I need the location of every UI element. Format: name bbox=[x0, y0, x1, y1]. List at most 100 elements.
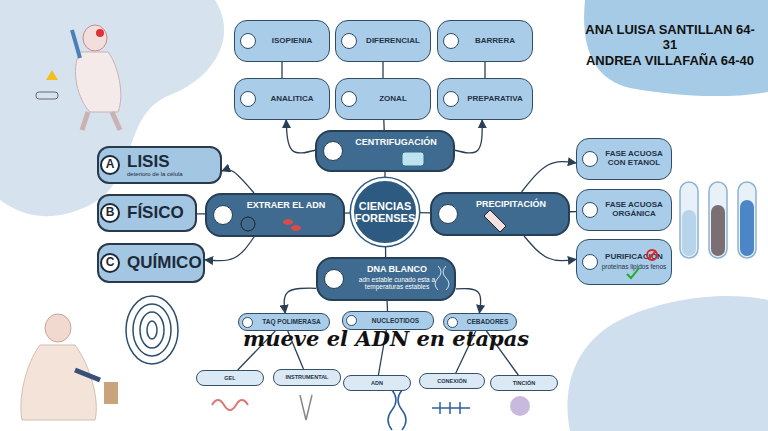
node-text: TINCIÓN bbox=[513, 380, 536, 386]
connector bbox=[385, 246, 386, 257]
topic-pill: PURIFICACIÓNproteinas lipidos fenos bbox=[576, 239, 672, 285]
branch-box: DNA BLANCO adn estable cunado esta a temp… bbox=[316, 257, 456, 301]
handwritten-note: mueve el ADN en etapas bbox=[243, 326, 529, 351]
tube bbox=[738, 182, 756, 258]
node-text: FASE ACUOSA ORGÁNICA bbox=[601, 201, 667, 219]
sub-chip: ADN bbox=[343, 375, 411, 391]
node-text: ZONAL bbox=[379, 95, 407, 104]
letter-badge: B bbox=[100, 203, 120, 223]
forensic-figure bbox=[36, 25, 121, 130]
tube-liquid bbox=[740, 200, 754, 256]
method-box: QUÍMICO C bbox=[97, 243, 205, 283]
sub-chip: CONEXIÓN bbox=[419, 373, 485, 389]
connector bbox=[222, 170, 254, 193]
node-text: ISOPIENIA bbox=[272, 37, 312, 46]
connector bbox=[524, 236, 576, 261]
letter-badge: C bbox=[100, 253, 120, 273]
node-text: NUCLEOTIDOS bbox=[372, 317, 419, 324]
branch-box: PRECIPITACIÓN bbox=[430, 192, 570, 236]
figure-body bbox=[21, 345, 96, 420]
connector bbox=[382, 62, 383, 78]
node-text: PURIFICACIÓN bbox=[605, 253, 663, 262]
node-text: INSTRUMENTAL bbox=[286, 374, 329, 380]
test-tubes bbox=[680, 182, 756, 258]
connector bbox=[522, 162, 576, 192]
node-text: FÍSICO bbox=[127, 203, 184, 222]
corner-blob bbox=[567, 296, 768, 431]
connector bbox=[205, 237, 254, 261]
figure-head bbox=[45, 314, 71, 342]
corner-blob bbox=[0, 0, 224, 216]
topic-pill: FASE ACUOSA ORGÁNICA bbox=[576, 189, 672, 231]
node-text: DNA BLANCO bbox=[367, 264, 427, 274]
node-text: deterioro de la célula bbox=[127, 171, 183, 178]
node-text: proteinas lipidos fenos bbox=[602, 263, 667, 270]
tube bbox=[680, 182, 698, 258]
topic-pill: DIFERENCIAL bbox=[335, 20, 431, 62]
connector bbox=[456, 289, 481, 313]
connector bbox=[484, 62, 485, 78]
node-text: TAQ POLIMERASA bbox=[262, 318, 320, 325]
figure-head bbox=[83, 25, 107, 51]
tube-liquid bbox=[711, 205, 725, 256]
figure-arm bbox=[72, 30, 80, 58]
dna-icon bbox=[388, 390, 406, 430]
figure-arm bbox=[75, 370, 100, 380]
topic-pill: ZONAL bbox=[335, 78, 431, 120]
node-text: GEL bbox=[224, 375, 235, 381]
node-text: QUÍMICO bbox=[127, 253, 202, 272]
node-text: EXTRAER EL ADN bbox=[247, 200, 326, 210]
figure-body bbox=[75, 52, 120, 112]
node-text: B bbox=[106, 206, 115, 219]
node-text: adn estable cunado esta a temperaturas e… bbox=[346, 276, 448, 291]
method-box: LISISdeterioro de la célula A bbox=[97, 146, 222, 184]
node-text: CONEXIÓN bbox=[437, 378, 466, 384]
fingerprint-ring bbox=[147, 321, 157, 339]
node-text: LISIS bbox=[127, 152, 170, 171]
connector bbox=[284, 288, 316, 313]
node-text: ANALITICA bbox=[270, 95, 313, 104]
fingerprint-ring bbox=[133, 304, 171, 356]
branch-box: EXTRAER EL ADN bbox=[205, 193, 345, 237]
node-text: ADN bbox=[371, 380, 383, 386]
author-box: ANA LUISA SANTILLAN 64-31ANDREA VILLAFAÑ… bbox=[585, 6, 755, 86]
branch-box: CENTRIFUGACIÓN bbox=[315, 130, 455, 172]
connector bbox=[419, 212, 430, 213]
connector bbox=[455, 120, 482, 153]
method-box: FÍSICO B bbox=[97, 194, 197, 232]
connector bbox=[197, 213, 205, 214]
topic-pill: ANALITICA bbox=[234, 78, 330, 120]
evidence-bag bbox=[104, 382, 118, 404]
tube-liquid bbox=[682, 210, 696, 256]
fingerprint bbox=[126, 296, 178, 364]
node-text: ANDREA VILLAFAÑA 64-40 bbox=[586, 54, 754, 69]
forensic-figure bbox=[21, 314, 118, 420]
node-text: ANA LUISA SANTILLAN 64-31 bbox=[585, 23, 755, 53]
letter-badge: A bbox=[100, 155, 120, 175]
connector bbox=[281, 62, 282, 78]
node-text: A bbox=[106, 158, 115, 171]
node-text: PRECIPITACIÓN bbox=[476, 199, 546, 209]
node-text: CIENCIAS FORENSES bbox=[355, 200, 416, 225]
node-text: CENTRIFUGACIÓN bbox=[355, 137, 437, 147]
topic-pill: PREPARATIVA bbox=[437, 78, 533, 120]
fingerprint-ring bbox=[126, 296, 178, 364]
connector bbox=[286, 120, 315, 153]
topic-pill: ISOPIENIA bbox=[234, 20, 330, 62]
author-blob bbox=[584, 0, 768, 96]
node-text: CEBADORES bbox=[467, 318, 509, 325]
figure-detail bbox=[96, 29, 104, 37]
figure-legs bbox=[82, 112, 120, 130]
central-circle: CIENCIAS FORENSES bbox=[351, 178, 419, 246]
evidence-tag bbox=[36, 92, 58, 99]
tweezers-icon bbox=[300, 395, 312, 420]
topic-pill: FASE ACUOSA CON ETANOL bbox=[576, 138, 672, 180]
fingerprint-ring bbox=[140, 312, 164, 348]
node-text: BARRERA bbox=[475, 37, 515, 46]
gel-icon bbox=[212, 400, 248, 410]
node-text: DIFERENCIAL bbox=[366, 37, 420, 46]
connection-icon bbox=[432, 402, 470, 414]
sub-chip: INSTRUMENTAL bbox=[273, 369, 341, 386]
sub-chip: TINCIÓN bbox=[490, 375, 558, 391]
connector bbox=[386, 301, 388, 311]
